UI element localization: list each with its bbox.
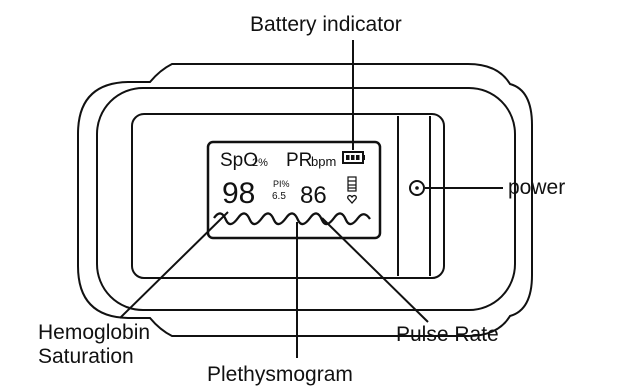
battery-indicator-label: Battery indicator [250, 13, 402, 36]
spo2-value: 98 [222, 177, 255, 210]
pi-label: PI% [273, 179, 290, 189]
pr-label: PR [286, 150, 312, 171]
hemoglobin-saturation-label-line2: Saturation [38, 345, 134, 368]
leader-lines [119, 40, 503, 358]
heart-icon [347, 194, 357, 204]
pulse-bar-icon [347, 176, 357, 192]
plethysmogram-waveform [213, 212, 371, 226]
plethysmogram-label: Plethysmogram [207, 363, 353, 386]
spo2-label: SpO [220, 150, 258, 171]
hemoglobin-saturation-label-line1: Hemoglobin [38, 321, 151, 344]
device-body [77, 63, 533, 337]
power-label: power [508, 176, 566, 199]
spo2-unit: 2% [252, 157, 268, 169]
pi-value: 6.5 [272, 191, 286, 202]
pr-value: 86 [300, 182, 327, 209]
pulse-rate-label: Pulse Rate [396, 323, 499, 346]
pr-unit: bpm [311, 154, 336, 169]
hemoglobin-leader-line [119, 211, 229, 319]
power-button-center [415, 186, 419, 190]
pulse-rate-leader-line [321, 217, 429, 323]
battery-icon [342, 151, 365, 164]
